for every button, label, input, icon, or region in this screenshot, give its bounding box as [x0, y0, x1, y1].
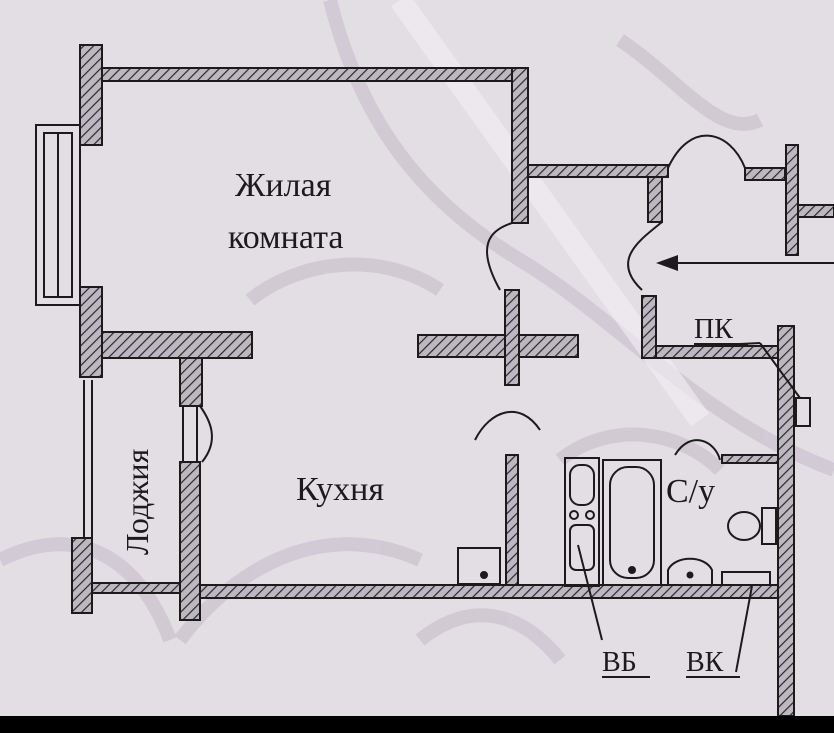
pk-label: ПК [694, 314, 733, 345]
washing-machine-unit [564, 457, 600, 587]
wc-label: С/у [666, 473, 715, 510]
loggia-door [199, 405, 213, 463]
bathtub [602, 459, 662, 586]
kitchen-door [474, 411, 541, 441]
entrance-door [627, 221, 663, 291]
living-room-door [486, 222, 513, 291]
bottom-band [0, 716, 834, 733]
living-window [35, 124, 81, 306]
toilet [727, 507, 777, 545]
entrance-arrow [656, 255, 834, 271]
living-room-label-line2: комната [228, 219, 343, 256]
vb-label: ВБ [602, 647, 637, 678]
utility-box [721, 571, 771, 586]
doors [199, 134, 746, 463]
walls [71, 44, 834, 717]
background-ornament [0, 0, 834, 665]
washbasin [667, 557, 713, 586]
loggia-glazing [83, 380, 93, 538]
kitchen-window [182, 406, 198, 462]
loggia-label: Лоджия [119, 449, 155, 556]
wc-door [674, 439, 721, 461]
vk-label: ВК [686, 647, 724, 678]
riser-marker [759, 342, 811, 427]
living-room-label-line1: Жилая [235, 167, 332, 204]
kitchen-sink [457, 547, 501, 585]
kitchen-label: Кухня [296, 471, 384, 508]
corridor-door [667, 134, 746, 169]
